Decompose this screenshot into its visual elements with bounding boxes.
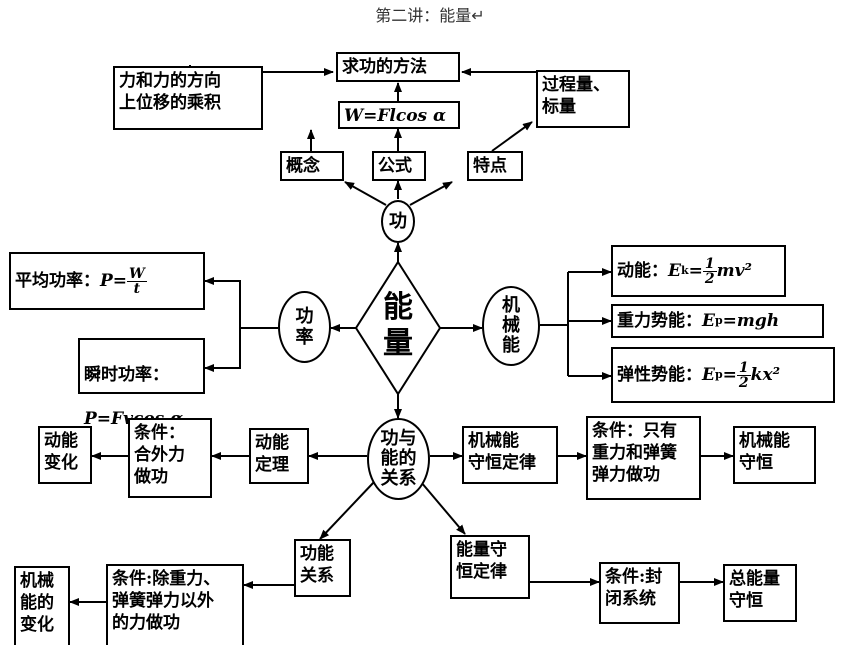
mechanical-energy-node: 机 械 能 — [482, 286, 540, 366]
instant-power-box: 瞬时功率： P=Fvcos α — [78, 338, 205, 429]
elastic-potential-subscript: p — [714, 368, 723, 381]
average-power-numerator: W — [127, 265, 147, 282]
kinetic-energy-fraction: 1 2 — [702, 255, 717, 287]
kinetic-energy-label: 动能： — [617, 261, 668, 281]
work-energy-relation-node: 功与 能的 关系 — [367, 418, 430, 500]
center-energy-label: 能 量 — [383, 290, 413, 361]
work-method-box: 求功的方法 — [336, 52, 460, 82]
mech-conservation-box: 机械能 守恒定律 — [462, 426, 558, 484]
average-power-box: 平均功率： P= W t — [9, 252, 205, 310]
average-power-label: 平均功率： — [15, 271, 100, 291]
elastic-potential-lhs: E — [702, 365, 715, 385]
kinetic-theorem-result-box: 动能 变化 — [38, 426, 92, 484]
elastic-potential-rhs: kx² — [750, 365, 781, 385]
average-power-fraction: W t — [127, 267, 147, 296]
work-node: 功 — [381, 200, 415, 243]
work-formula-box: W=Flcos α — [338, 101, 460, 129]
elastic-potential-fraction: 1 2 — [736, 359, 751, 391]
mech-conservation-condition-box: 条件：只有 重力和弹簧 弹力做功 — [586, 416, 701, 500]
average-power-denominator: t — [133, 280, 141, 297]
gravity-potential-subscript: p — [714, 314, 723, 327]
work-feature-box: 特点 — [467, 151, 523, 181]
kinetic-energy-denominator: 2 — [704, 270, 715, 287]
kinetic-energy-lhs: E — [668, 261, 681, 281]
work-energy-relation-box: 功能 关系 — [294, 539, 351, 597]
work-definition-box: 力和力的方向 上位移的乘积 — [113, 66, 263, 130]
work-energy-result-box: 机械 能的 变化 — [14, 566, 70, 645]
elastic-potential-denominator: 2 — [738, 374, 749, 391]
average-power-lhs: P= — [100, 271, 128, 291]
kinetic-energy-subscript: k — [680, 264, 689, 277]
kinetic-energy-numerator: 1 — [702, 255, 717, 272]
work-concept-box: 概念 — [280, 151, 344, 181]
gravity-potential-rhs: =mgh — [722, 311, 780, 331]
kinetic-theorem-box: 动能 定理 — [249, 428, 309, 484]
energy-conservation-box: 能量守 恒定律 — [450, 535, 530, 599]
elastic-potential-label: 弹性势能： — [617, 365, 702, 385]
mech-conservation-result-box: 机械能 守恒 — [733, 426, 816, 484]
energy-conservation-result-box: 总能量 守恒 — [723, 564, 797, 622]
work-property-box: 过程量、 标量 — [536, 70, 630, 128]
power-node: 功 率 — [278, 291, 331, 363]
kinetic-energy-rhs: mv² — [716, 261, 752, 281]
work-energy-condition-box: 条件:除重力、 弹簧弹力以外 的力做功 — [106, 564, 244, 645]
instant-power-label: 瞬时功率： — [84, 365, 169, 385]
kinetic-theorem-condition-box: 条件： 合外力 做功 — [128, 418, 212, 498]
page-title: 第二讲：能量↵ — [375, 6, 485, 25]
work-formula-tag-box: 公式 — [372, 151, 426, 181]
elastic-potential-numerator: 1 — [736, 359, 751, 376]
energy-conservation-condition-box: 条件:封 闭系统 — [599, 562, 680, 624]
gravity-potential-label: 重力势能： — [617, 311, 702, 331]
gravity-potential-lhs: E — [702, 311, 715, 331]
